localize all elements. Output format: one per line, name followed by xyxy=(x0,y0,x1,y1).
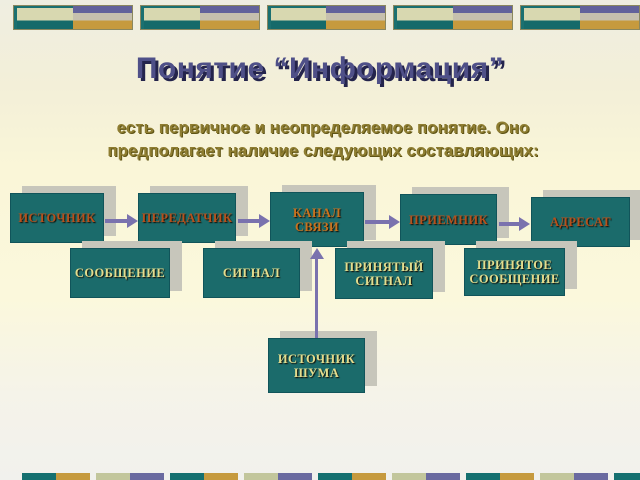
box-communication-channel: КАНАЛ СВЯЗИ xyxy=(270,192,364,247)
box-received-message: ПРИНЯТОЕ СООБЩЕНИЕ xyxy=(464,248,565,296)
decoration-block xyxy=(170,473,238,480)
decoration-block xyxy=(244,473,312,480)
decoration-block xyxy=(96,473,164,480)
box-transmitter-label: ПЕРЕДАТЧИК xyxy=(141,211,233,225)
box-source-label: ИСТОЧНИК xyxy=(18,211,96,225)
box-received-signal-line2: СИГНАЛ xyxy=(355,273,413,288)
box-message-label: СООБЩЕНИЕ xyxy=(74,266,166,280)
box-received-message-label: ПРИНЯТОЕ СООБЩЕНИЕ xyxy=(469,258,559,286)
arrow-noise-to-channel-head-icon xyxy=(310,248,324,259)
top-border-decoration xyxy=(13,5,640,30)
decoration-block xyxy=(266,5,387,30)
box-receiver: ПРИЕМНИК xyxy=(400,194,497,245)
decoration-block xyxy=(13,5,133,30)
decoration-block xyxy=(393,5,514,30)
decoration-block xyxy=(392,473,460,480)
box-addressee: АДРЕСАТ xyxy=(531,197,630,247)
box-channel-label-line1: КАНАЛ xyxy=(292,205,342,220)
box-source: ИСТОЧНИК xyxy=(10,193,104,243)
box-received-signal-line1: ПРИНЯТЫЙ xyxy=(344,259,424,274)
box-signal-label: СИГНАЛ xyxy=(222,266,281,280)
box-channel-label: КАНАЛ СВЯЗИ xyxy=(293,206,341,234)
box-noise-source-label: ИСТОЧНИК ШУМА xyxy=(278,352,355,380)
box-received-message-line2: СООБЩЕНИЕ xyxy=(469,272,560,286)
box-noise-source-line2: ШУМА xyxy=(293,365,340,380)
arrow-transmitter-to-channel-icon xyxy=(238,214,270,228)
slide-subtitle: есть первичное и неопределяемое понятие.… xyxy=(20,116,626,162)
box-message: СООБЩЕНИЕ xyxy=(70,248,170,298)
box-received-message-line1: ПРИНЯТОЕ xyxy=(476,258,553,272)
decoration-block xyxy=(520,5,640,30)
box-addressee-label: АДРЕСАТ xyxy=(549,215,612,229)
slide-title: Понятие “Информация” xyxy=(135,52,505,85)
box-noise-source: ИСТОЧНИК ШУМА xyxy=(268,338,365,393)
bottom-border-decoration xyxy=(22,473,640,480)
arrow-receiver-to-addressee-icon xyxy=(499,217,530,231)
decoration-block xyxy=(22,473,90,480)
arrow-channel-to-receiver-icon xyxy=(365,215,400,229)
subtitle-line-1: есть первичное и неопределяемое понятие.… xyxy=(116,118,530,137)
box-noise-source-line1: ИСТОЧНИК xyxy=(277,351,356,366)
box-received-signal-label: ПРИНЯТЫЙ СИГНАЛ xyxy=(344,260,423,288)
box-signal: СИГНАЛ xyxy=(203,248,300,298)
arrow-noise-to-channel-shaft-icon xyxy=(315,258,318,338)
box-transmitter: ПЕРЕДАТЧИК xyxy=(138,193,236,243)
box-received-signal: ПРИНЯТЫЙ СИГНАЛ xyxy=(335,248,433,299)
subtitle-line-2: предполагает наличие следующих составляю… xyxy=(107,141,539,160)
decoration-block xyxy=(614,473,640,480)
box-receiver-label: ПРИЕМНИК xyxy=(409,212,488,227)
arrow-source-to-transmitter-icon xyxy=(105,214,138,228)
decoration-block xyxy=(139,5,260,30)
decoration-block xyxy=(466,473,534,480)
decoration-block xyxy=(318,473,386,480)
box-channel-label-line2: СВЯЗИ xyxy=(294,219,340,234)
decoration-block xyxy=(540,473,608,480)
